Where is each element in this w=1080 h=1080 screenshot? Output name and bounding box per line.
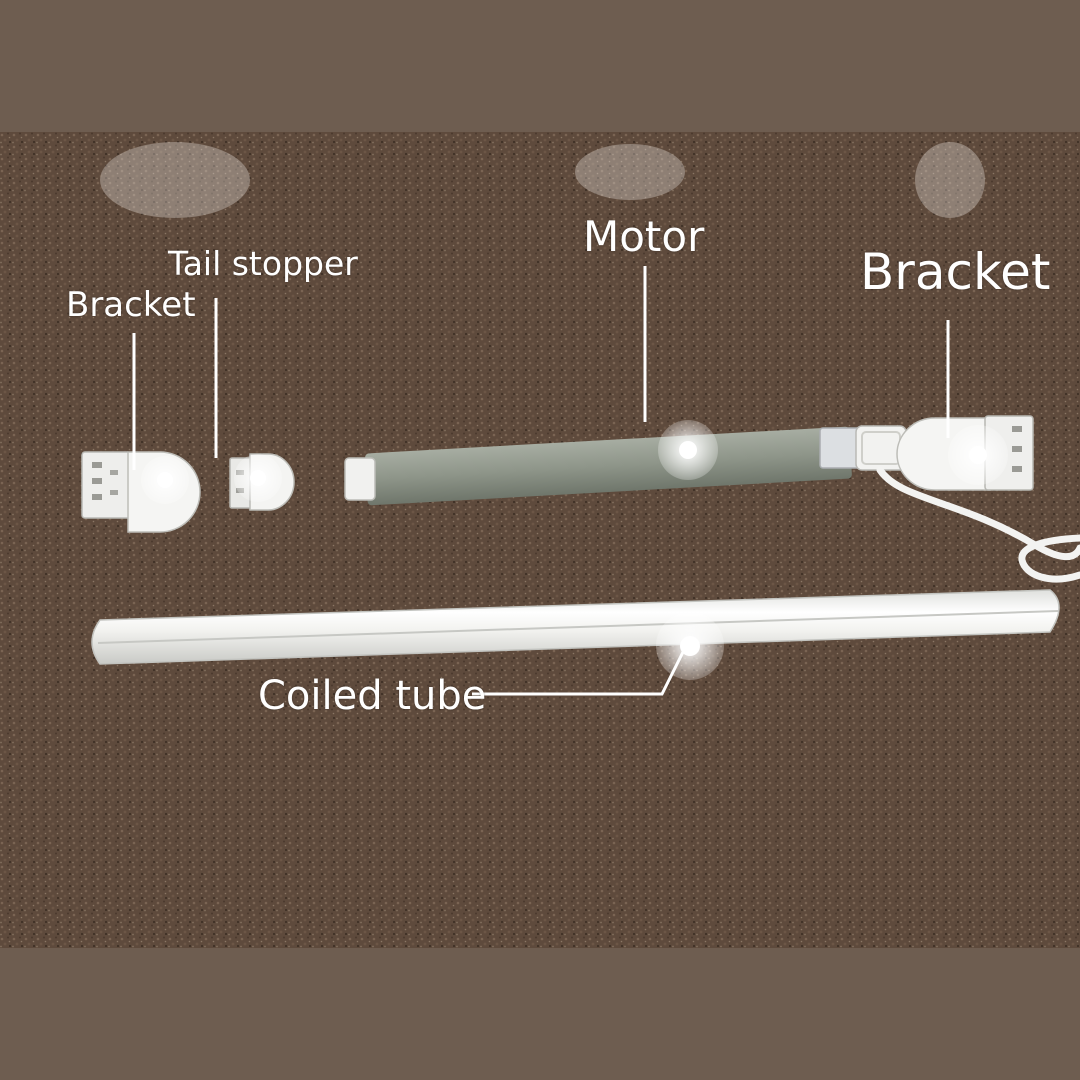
bracket-label-right: Bracket: [860, 243, 1051, 301]
callout-dots: [141, 420, 1008, 680]
coiled-tube-part: [91, 589, 1060, 665]
bracket-label-left: Bracket: [66, 285, 196, 325]
motor-cable: [876, 466, 1080, 583]
tail-stopper-label: Tail stopper: [168, 244, 358, 283]
watermark-smudges: [100, 142, 985, 218]
carpet-background: [0, 132, 1080, 948]
motor-label: Motor: [583, 212, 705, 261]
top-frame-band: [0, 0, 1080, 132]
bottom-frame-band: [0, 948, 1080, 1080]
motor-part: [344, 425, 907, 506]
coiled-tube-label: Coiled tube: [258, 673, 487, 719]
